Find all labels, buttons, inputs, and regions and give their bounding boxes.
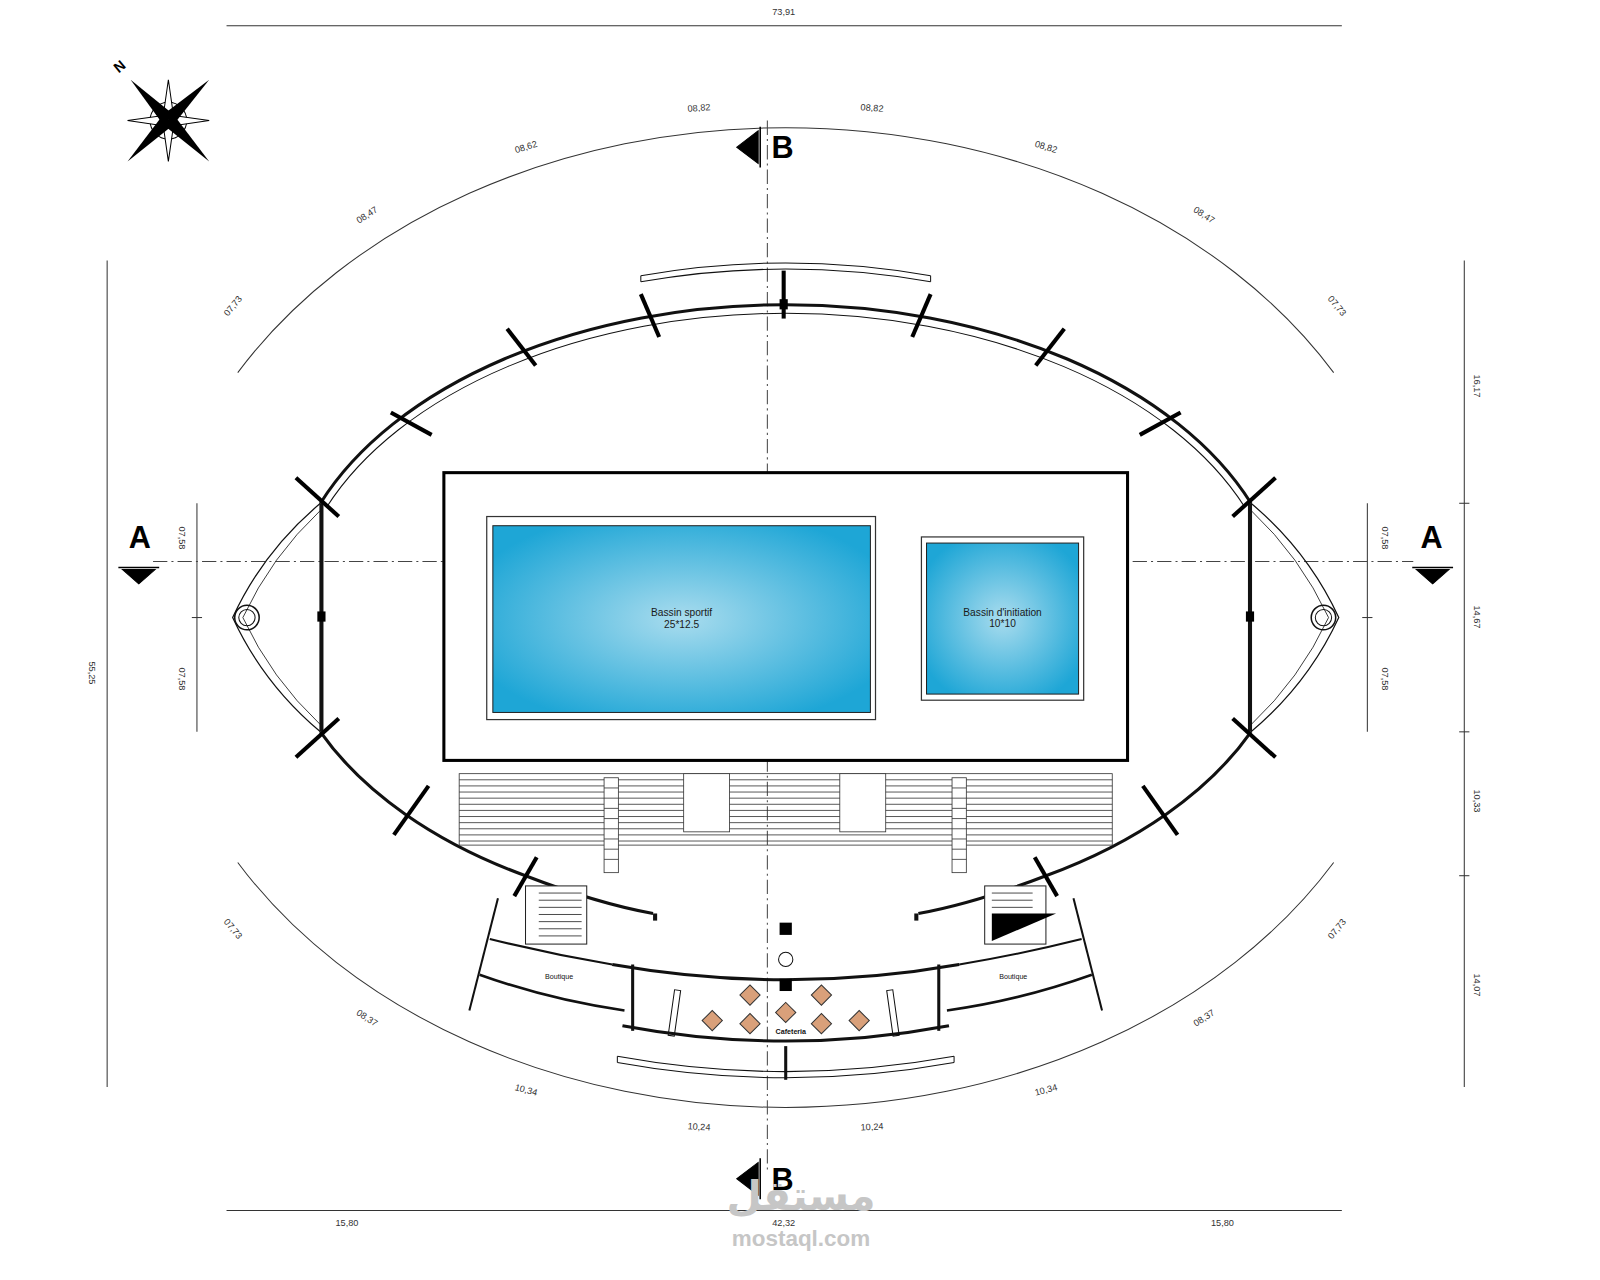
north-mark: N bbox=[111, 58, 129, 77]
dimension: 73,91 bbox=[772, 7, 795, 17]
pool-name: Bassin sportif bbox=[651, 607, 712, 619]
dimension: 08,37 bbox=[355, 1008, 380, 1029]
watermark: mostaql.com bbox=[732, 1226, 870, 1251]
section-mark: A bbox=[1421, 521, 1443, 555]
pool-size: 10*10 bbox=[989, 618, 1016, 630]
dimension: 07,73 bbox=[221, 917, 243, 941]
dimension: 14,67 bbox=[1471, 606, 1481, 629]
section-mark: A bbox=[129, 521, 151, 555]
dimension: 55,25 bbox=[87, 662, 97, 685]
dimension: 07,58 bbox=[1380, 667, 1390, 690]
dimension: 08,82 bbox=[861, 102, 885, 114]
dimension: 10,24 bbox=[687, 1121, 710, 1132]
dimension: 08,47 bbox=[355, 205, 380, 226]
dimension: 07,58 bbox=[1380, 526, 1390, 549]
pool-basin: Bassin sportif25*12.5 bbox=[493, 526, 871, 713]
room-name: Boutique bbox=[999, 974, 1027, 982]
dimension: 10,24 bbox=[861, 1121, 884, 1132]
dimension: 08,47 bbox=[1192, 205, 1217, 226]
dimension: 07,73 bbox=[221, 294, 243, 318]
dimension: 07,73 bbox=[1325, 294, 1347, 318]
dimension: 08,62 bbox=[513, 139, 538, 155]
dimension: 08,37 bbox=[1192, 1008, 1217, 1029]
watermark: مستقل bbox=[726, 1173, 875, 1218]
pool-name: Bassin d'initiation bbox=[963, 607, 1041, 619]
dimension: 15,80 bbox=[1211, 1218, 1234, 1228]
dimension: 15,80 bbox=[335, 1218, 358, 1228]
dimension: 07,58 bbox=[177, 667, 187, 690]
dimension: 08,82 bbox=[687, 102, 711, 114]
dimension: 08,82 bbox=[1033, 139, 1058, 155]
room-name: Boutique bbox=[545, 974, 573, 982]
pool-size: 25*12.5 bbox=[664, 619, 699, 631]
dimension: 10,34 bbox=[513, 1082, 538, 1098]
pool-basin: Bassin d'initiation10*10 bbox=[927, 543, 1079, 694]
dimension: 07,73 bbox=[1325, 917, 1347, 941]
section-mark: B bbox=[772, 131, 794, 165]
room-name: Cafeteria bbox=[776, 1029, 807, 1037]
dimension: 07,58 bbox=[177, 526, 187, 549]
dimension: 14,07 bbox=[1471, 973, 1481, 996]
dimension: 10,33 bbox=[1471, 790, 1481, 813]
dimension: 10,34 bbox=[1034, 1082, 1059, 1098]
dimension: 16,17 bbox=[1471, 374, 1481, 397]
